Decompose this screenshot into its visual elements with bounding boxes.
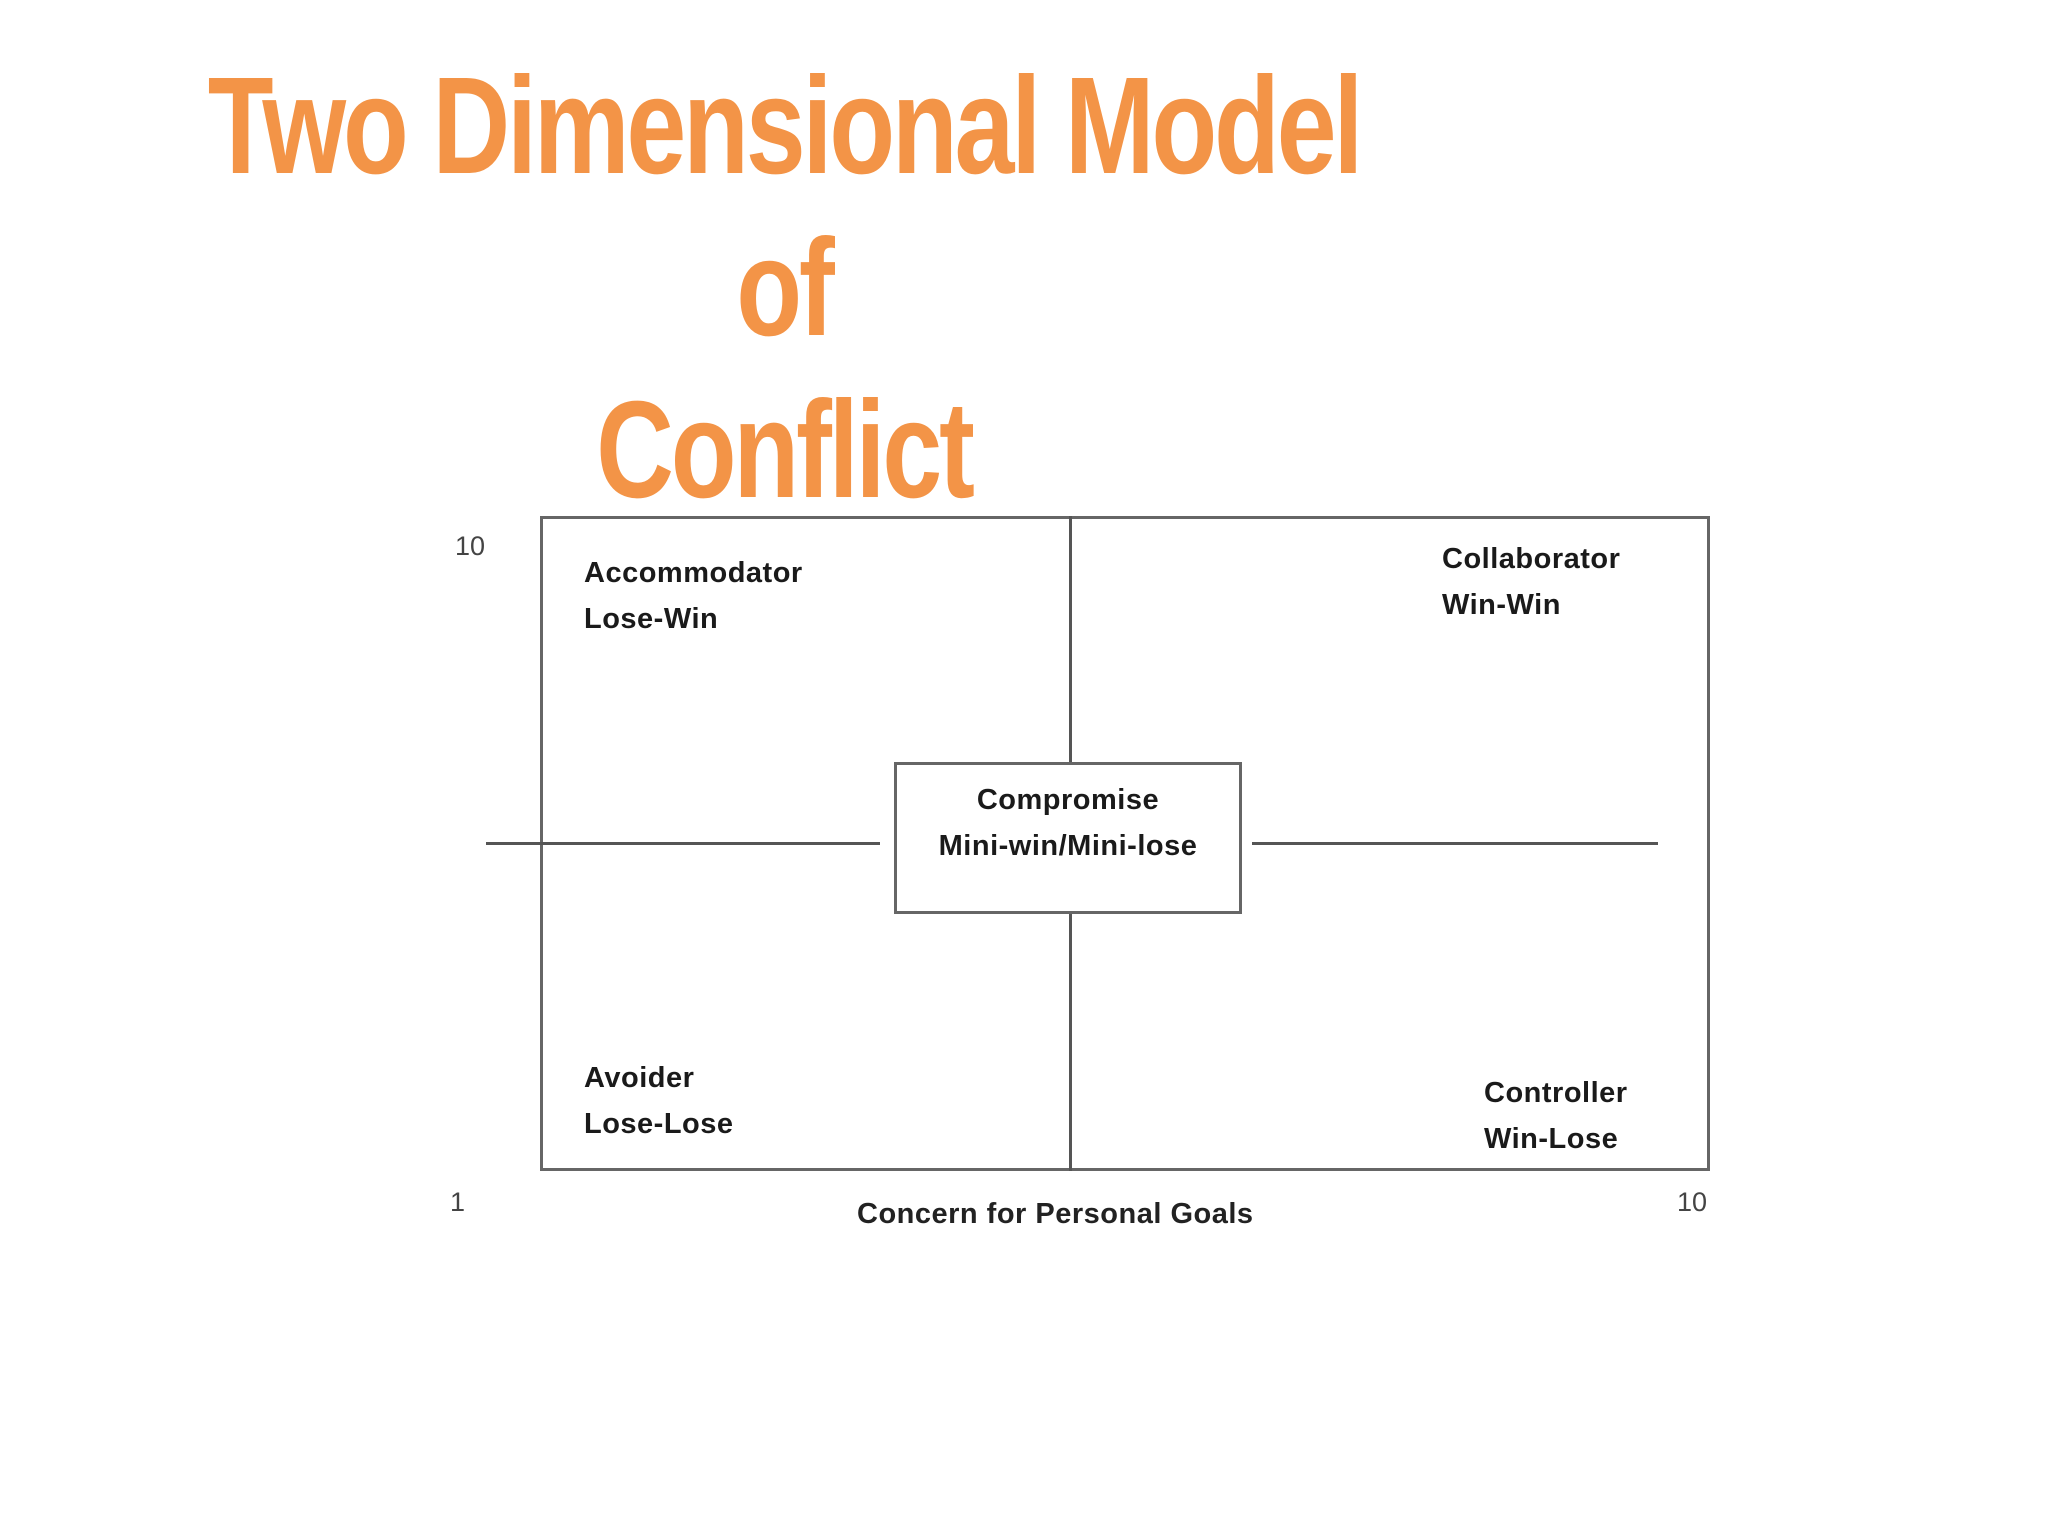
collaborator-label: Collaborator — [1442, 543, 1621, 575]
title-line-1: Two Dimensional Model of — [207, 49, 1364, 365]
quadrant-accommodator: Accommodator Lose-Win — [584, 550, 803, 642]
slide-title: Two Dimensional Model of Conflict — [160, 45, 1408, 531]
controller-outcome: Win-Lose — [1484, 1123, 1619, 1155]
compromise-label: Compromise — [976, 784, 1160, 816]
y-axis-max-tick: 10 — [455, 531, 486, 561]
quadrant-controller: Controller Win-Lose — [1484, 1070, 1628, 1162]
accommodator-outcome: Lose-Win — [584, 603, 719, 635]
collaborator-outcome: Win-Win — [1442, 589, 1561, 621]
x-axis-label: Concern for Personal Goals — [857, 1198, 1254, 1230]
vertical-divider-top — [1069, 516, 1072, 763]
quadrant-avoider: Avoider Lose-Lose — [584, 1055, 734, 1147]
x-axis-max-tick: 10 — [1677, 1187, 1708, 1217]
compromise-box: Compromise Mini-win/Mini-lose — [894, 762, 1242, 914]
controller-label: Controller — [1484, 1077, 1628, 1109]
horizontal-divider-right — [1252, 842, 1658, 845]
title-line-2: Conflict — [596, 373, 975, 527]
avoider-label: Avoider — [584, 1062, 695, 1094]
origin-tick: 1 — [450, 1187, 466, 1217]
vertical-divider-bottom — [1069, 913, 1072, 1171]
quadrant-collaborator: Collaborator Win-Win — [1442, 536, 1620, 628]
avoider-outcome: Lose-Lose — [584, 1108, 734, 1140]
compromise-outcome: Mini-win/Mini-lose — [938, 830, 1198, 862]
accommodator-label: Accommodator — [584, 557, 803, 589]
horizontal-divider-left — [486, 842, 880, 845]
